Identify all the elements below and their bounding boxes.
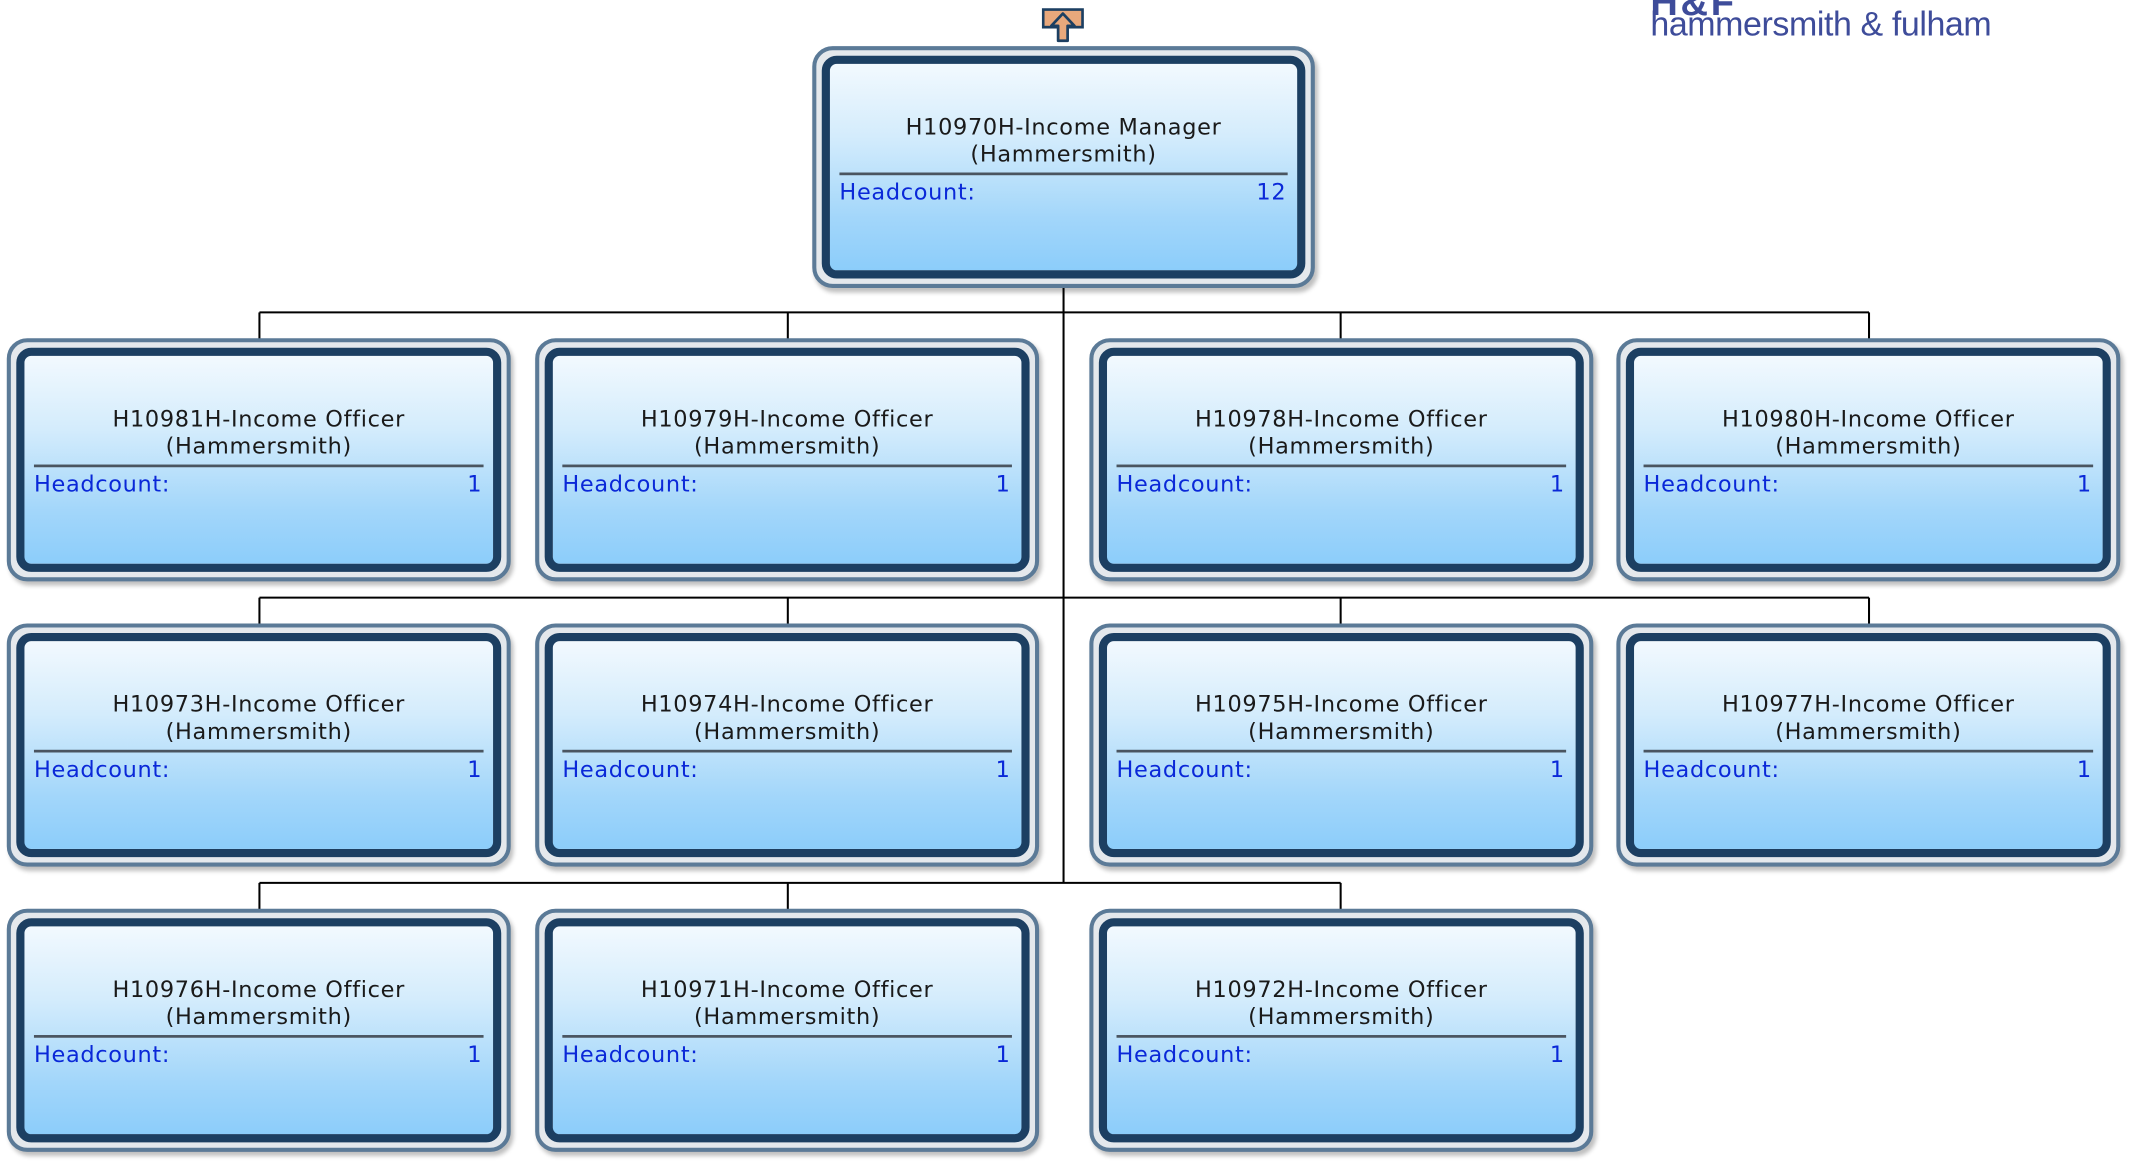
headcount-value: 1	[2076, 471, 2092, 498]
headcount-label: Headcount:	[1116, 471, 1253, 498]
headcount-label: Headcount:	[562, 471, 699, 498]
node-title: H10976H-Income Officer	[112, 976, 406, 1003]
node-location: (Hammersmith)	[693, 1003, 881, 1030]
logo: H&F hammersmith & fulham	[1650, 0, 2057, 54]
headcount-label: Headcount:	[33, 1041, 171, 1068]
headcount-label: Headcount:	[1643, 756, 1780, 783]
org-node[interactable]: H10972H-Income Officer (Hammersmith) Hea…	[1089, 908, 1594, 1152]
headcount-value: 1	[995, 471, 1011, 498]
node-divider	[1643, 749, 2094, 752]
node-title: H10972H-Income Officer	[1195, 976, 1488, 1003]
node-divider	[839, 172, 1288, 175]
org-node[interactable]: H10977H-Income Officer (Hammersmith) Hea…	[1616, 623, 2121, 867]
node-title: H10981H-Income Officer	[112, 406, 406, 432]
org-node[interactable]: H10981H-Income Officer (Hammersmith) Hea…	[6, 338, 511, 582]
node-title: H10978H-Income Officer	[1195, 406, 1488, 432]
logo-mark: H&F	[1650, 0, 1737, 24]
org-node[interactable]: H10971H-Income Officer (Hammersmith) Hea…	[535, 908, 1040, 1152]
org-node-root[interactable]: H10970H-Income Manager (Hammersmith) Hea…	[812, 46, 1315, 288]
node-divider	[1643, 464, 2094, 467]
node-divider	[33, 464, 484, 467]
headcount-label: Headcount:	[33, 471, 171, 498]
node-divider	[562, 464, 1012, 467]
node-location: (Hammersmith)	[1248, 718, 1435, 745]
headcount-value: 1	[995, 1041, 1011, 1068]
node-title: H10977H-Income Officer	[1722, 691, 2015, 718]
node-title: H10971H-Income Officer	[640, 976, 934, 1003]
headcount-value: 1	[467, 756, 483, 783]
node-location: (Hammersmith)	[693, 718, 881, 745]
org-node[interactable]: H10973H-Income Officer (Hammersmith) Hea…	[6, 623, 511, 867]
headcount-value: 1	[467, 471, 483, 498]
node-title: H10979H-Income Officer	[640, 406, 934, 432]
node-title: H10975H-Income Officer	[1195, 691, 1488, 718]
node-location: (Hammersmith)	[165, 1003, 352, 1030]
node-location: (Hammersmith)	[970, 141, 1157, 168]
headcount-value: 1	[467, 1041, 483, 1068]
org-node[interactable]: H10979H-Income Officer (Hammersmith) Hea…	[535, 338, 1040, 582]
node-location: (Hammersmith)	[165, 433, 352, 460]
node-divider	[1116, 464, 1567, 467]
node-title: H10974H-Income Officer	[640, 691, 934, 718]
navigate-up-button[interactable]	[1041, 8, 1084, 43]
node-title: H10970H-Income Manager	[905, 114, 1222, 140]
org-node[interactable]: H10976H-Income Officer (Hammersmith) Hea…	[6, 908, 511, 1152]
node-location: (Hammersmith)	[1775, 718, 1962, 745]
headcount-label: Headcount:	[33, 756, 171, 783]
headcount-label: Headcount:	[1116, 1041, 1253, 1068]
org-node[interactable]: H10974H-Income Officer (Hammersmith) Hea…	[535, 623, 1040, 867]
node-location: (Hammersmith)	[1248, 433, 1435, 460]
node-divider	[562, 1035, 1012, 1038]
node-divider	[562, 749, 1012, 752]
headcount-label: Headcount:	[1643, 471, 1780, 498]
logo-text: hammersmith & fulham	[1650, 5, 1992, 44]
node-location: (Hammersmith)	[1775, 433, 1962, 460]
headcount-label: Headcount:	[562, 1041, 699, 1068]
headcount-value: 1	[995, 756, 1011, 783]
org-node[interactable]: H10975H-Income Officer (Hammersmith) Hea…	[1089, 623, 1594, 867]
headcount-label: Headcount:	[839, 179, 976, 206]
org-node[interactable]: H10978H-Income Officer (Hammersmith) Hea…	[1089, 338, 1594, 582]
org-node[interactable]: H10980H-Income Officer (Hammersmith) Hea…	[1616, 338, 2121, 582]
headcount-value: 12	[1256, 179, 1287, 206]
node-location: (Hammersmith)	[693, 433, 881, 460]
node-divider	[33, 1035, 484, 1038]
headcount-value: 1	[1549, 756, 1565, 783]
node-divider	[1116, 749, 1567, 752]
headcount-value: 1	[1549, 471, 1565, 498]
node-title: H10973H-Income Officer	[112, 691, 406, 718]
headcount-value: 1	[2076, 756, 2092, 783]
node-divider	[1116, 1035, 1567, 1038]
node-location: (Hammersmith)	[165, 718, 352, 745]
headcount-label: Headcount:	[1116, 756, 1253, 783]
arrow-up-icon	[1041, 8, 1084, 43]
node-title: H10980H-Income Officer	[1722, 406, 2015, 432]
node-location: (Hammersmith)	[1248, 1003, 1435, 1030]
node-divider	[33, 749, 484, 752]
headcount-value: 1	[1549, 1041, 1565, 1068]
headcount-label: Headcount:	[562, 756, 699, 783]
